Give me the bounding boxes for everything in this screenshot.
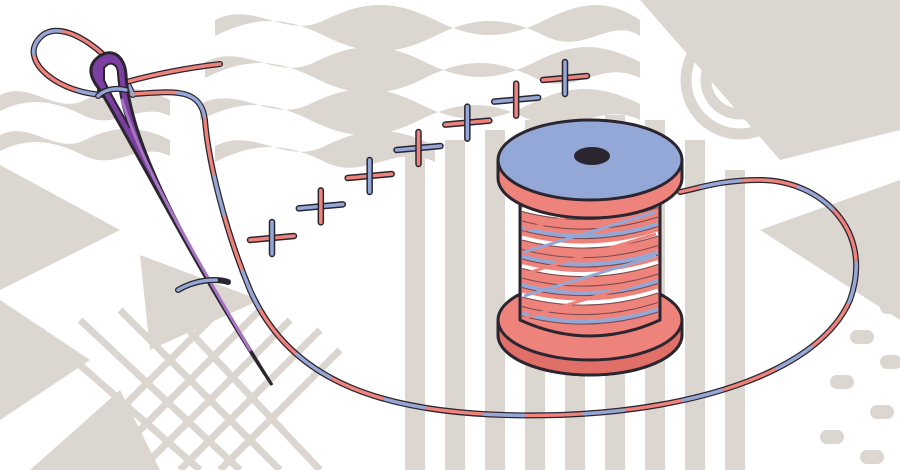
thread-winding — [523, 276, 657, 320]
lattice-pattern — [37, 297, 343, 470]
cross-stitch-icon — [295, 187, 347, 226]
cross-stitch-icon — [490, 80, 542, 119]
thread-winding — [521, 279, 659, 296]
cross-stitch-row — [246, 58, 591, 258]
spool-hole — [574, 147, 610, 165]
cross-stitch-icon — [442, 103, 493, 142]
cross-stitch-icon — [344, 156, 395, 196]
thread-winding — [521, 269, 659, 286]
thread-winding — [521, 307, 659, 324]
thread-winding — [523, 232, 657, 276]
thread-winding — [521, 212, 659, 229]
thread-winding — [521, 250, 659, 267]
thread-winding — [523, 210, 657, 254]
thread-spool-icon — [496, 118, 684, 377]
geometric-triangle-pattern-right — [640, 0, 900, 320]
cross-stitch-icon — [393, 128, 444, 168]
needle-icon — [89, 51, 274, 386]
dot-pattern — [820, 300, 900, 464]
thread-icon — [30, 27, 859, 419]
thread-winding — [521, 288, 659, 305]
wavy-stripe-pattern — [200, 5, 640, 168]
thread-winding — [523, 254, 657, 298]
thread-winding — [521, 222, 659, 239]
cross-stitch-icon — [246, 218, 298, 258]
needle-highlight — [120, 98, 252, 352]
cross-stitch-icon — [539, 58, 591, 98]
thread-winding — [521, 298, 659, 315]
